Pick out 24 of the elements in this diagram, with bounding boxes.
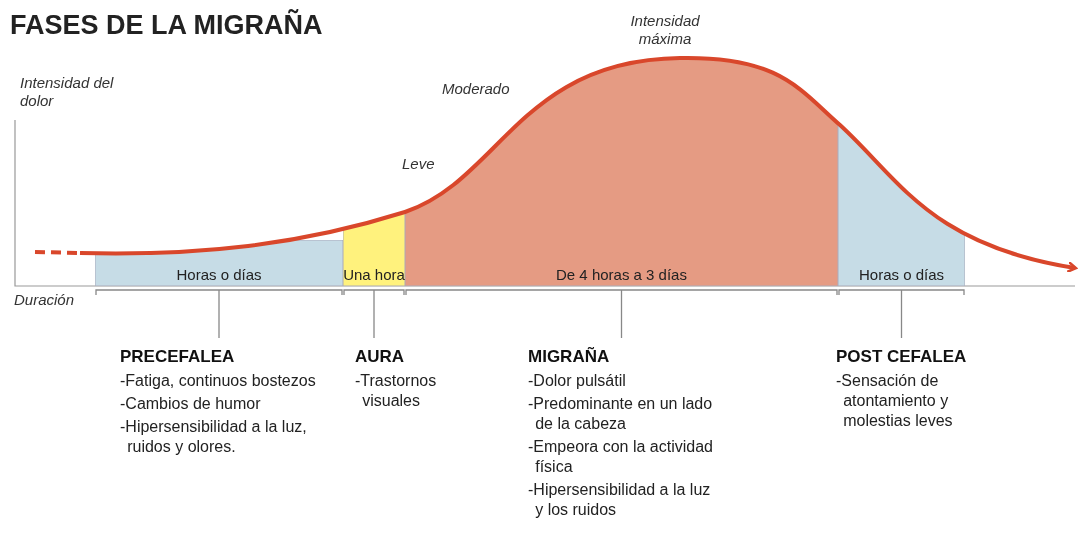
symptom-text: -Empeora con la actividad física: [528, 437, 714, 477]
axis-label: Duración: [14, 291, 76, 309]
symptom-text: -Sensación de atontamiento y molestias leves: [836, 371, 954, 431]
symptom-text: -Hipersensibilidad a la luz, ruidos y olores.: [120, 417, 308, 457]
phase-heading: AURA: [355, 346, 406, 367]
phase-heading: MIGRAÑA: [528, 346, 611, 367]
symptom-text: -Fatiga, continuos bostezos: [120, 371, 317, 391]
intensity-label: Moderado: [442, 80, 511, 98]
peak-label: Intensidad máxima: [629, 12, 701, 48]
phase-heading: PRECEFALEA: [120, 346, 236, 367]
symptom-text: -Predominante en un lado de la cabeza: [528, 394, 714, 434]
symptom-text: -Hipersensibilidad a la luz y los ruidos: [528, 480, 712, 520]
symptom-text: -Cambios de humor: [120, 394, 262, 414]
diagram-title: FASES DE LA MIGRAÑA: [10, 10, 323, 41]
duration-text: Una hora: [343, 266, 405, 284]
axis-label: Intensidad del dolor: [20, 74, 115, 110]
duration-area: [95, 240, 343, 286]
symptom-text: -Trastornos visuales: [355, 371, 438, 411]
phase-heading: POST CEFALEA: [836, 346, 968, 367]
intensity-label: Leve: [402, 155, 436, 173]
duration-text: Horas o días: [857, 266, 945, 284]
duration-text: De 4 horas a 3 días: [555, 266, 688, 284]
duration-text: Horas o días: [175, 266, 263, 284]
symptom-text: -Dolor pulsátil: [528, 371, 627, 391]
